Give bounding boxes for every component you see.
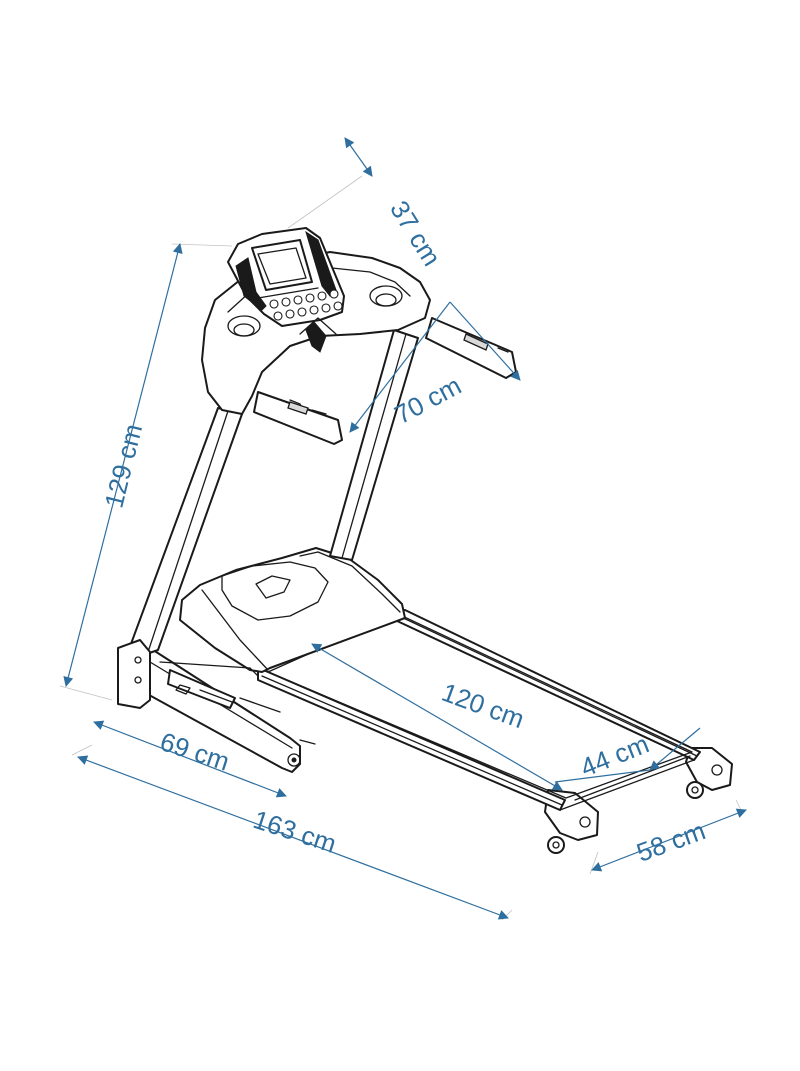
dimension-total-width: 58 cm bbox=[591, 808, 747, 872]
motor-hood bbox=[179, 547, 406, 673]
rear-end-caps bbox=[544, 747, 733, 854]
dimension-console-depth: 37 cm bbox=[344, 137, 447, 271]
total-length-label: 163 cm bbox=[250, 804, 340, 859]
dimension-total-length: 163 cm bbox=[77, 755, 509, 920]
height-label: 129 cm bbox=[98, 421, 148, 511]
console-depth-label: 37 cm bbox=[384, 195, 447, 271]
dimension-running-width: 44 cm bbox=[554, 727, 701, 783]
console-buttons bbox=[269, 289, 343, 321]
console bbox=[227, 227, 345, 353]
total-width-label: 58 cm bbox=[633, 815, 710, 867]
